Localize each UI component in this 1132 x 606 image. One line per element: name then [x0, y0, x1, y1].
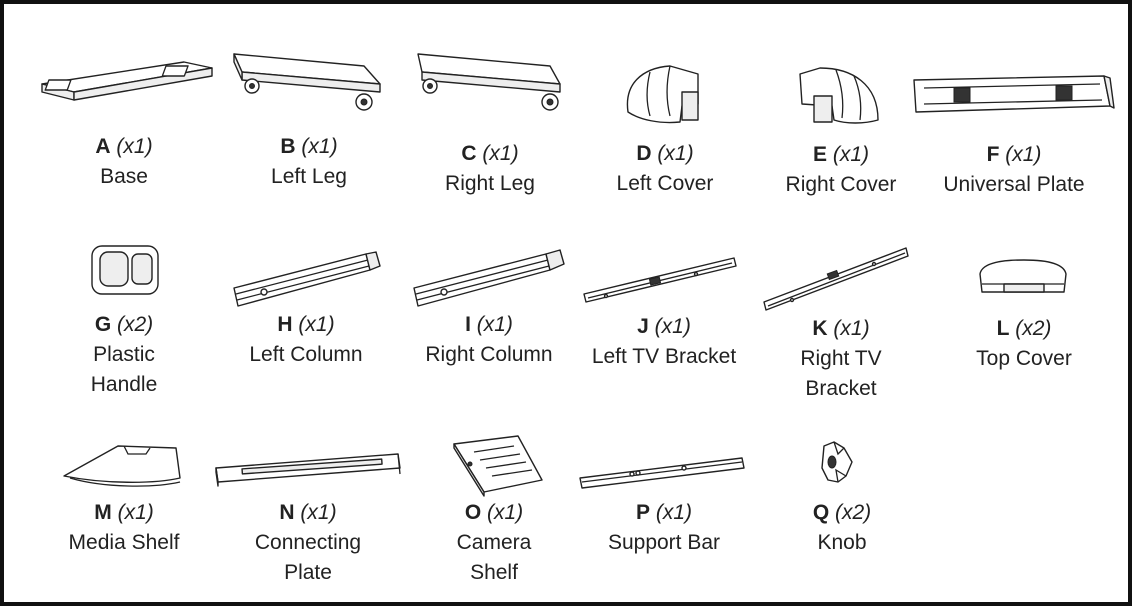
- part-q: Q (x2) Knob: [762, 434, 922, 584]
- universal-plate-icon: [913, 75, 1115, 113]
- part-name: Left Column: [249, 343, 363, 366]
- part-qty: (x1): [1005, 143, 1042, 166]
- part-d: D (x1) Left Cover: [580, 44, 750, 204]
- part-letter: O: [464, 501, 482, 524]
- part-name: Plastic: [93, 343, 155, 366]
- part-qty: (x1): [300, 501, 337, 524]
- camera-shelf-icon: [453, 435, 543, 497]
- connecting-plate-icon: [215, 453, 401, 487]
- left-leg-icon: [233, 53, 381, 111]
- part-qty: (x2): [835, 501, 872, 524]
- part-qty: (x1): [482, 142, 519, 165]
- part-name: Left TV Bracket: [591, 345, 737, 368]
- part-qty: (x1): [117, 501, 154, 524]
- part-i: I (x1) Right Column: [404, 242, 574, 402]
- support-bar-icon: [579, 457, 745, 489]
- part-qty: (x1): [832, 143, 870, 166]
- part-name: Left Cover: [616, 172, 714, 195]
- right-leg-icon: [417, 53, 561, 111]
- part-letter: A: [95, 135, 111, 158]
- part-letter: H: [277, 313, 293, 336]
- part-name: Base: [100, 165, 148, 188]
- right-tv-bracket-icon: [763, 247, 909, 311]
- part-name: Right Column: [425, 343, 553, 366]
- part-name: Camera: [456, 531, 532, 554]
- part-l: L (x2) Top Cover: [944, 244, 1104, 404]
- part-letter: C: [461, 142, 477, 165]
- part-letter: N: [279, 501, 295, 524]
- part-qty: (x1): [654, 315, 691, 338]
- part-name: Right Cover: [785, 173, 897, 196]
- top-cover-icon: [979, 259, 1067, 293]
- part-name: Right TV: [800, 347, 882, 370]
- part-letter: Q: [812, 501, 830, 524]
- part-name-line2: Handle: [90, 373, 158, 396]
- part-qty: (x1): [833, 317, 870, 340]
- part-j: J (x1) Left TV Bracket: [576, 244, 752, 404]
- plastic-handle-icon: [91, 245, 159, 295]
- part-name: Left Leg: [271, 165, 347, 188]
- part-m: M (x1) Media Shelf: [44, 434, 204, 584]
- part-name-line2: Bracket: [805, 377, 877, 400]
- part-qty: (x2): [117, 313, 154, 336]
- right-column-icon: [413, 249, 565, 307]
- part-name: Top Cover: [976, 347, 1072, 370]
- media-shelf-icon: [63, 445, 181, 487]
- left-cover-icon: [626, 65, 699, 124]
- part-qty: (x1): [657, 142, 694, 165]
- part-h: H (x1) Left Column: [226, 242, 386, 402]
- base-icon: [41, 61, 213, 101]
- part-a: A (x1) Base: [34, 44, 214, 204]
- part-g: G (x2) Plastic Handle: [44, 242, 204, 402]
- part-f: F (x1) Universal Plate: [913, 44, 1115, 204]
- part-letter: F: [986, 143, 1000, 166]
- part-qty: (x1): [487, 501, 524, 524]
- part-c: C (x1) Right Leg: [400, 44, 580, 204]
- part-p: P (x1) Support Bar: [576, 434, 752, 584]
- part-letter: K: [812, 317, 828, 340]
- part-qty: (x1): [655, 501, 693, 524]
- knob-icon: [821, 441, 853, 483]
- part-b: B (x1) Left Leg: [214, 44, 404, 204]
- part-qty: (x2): [1015, 317, 1052, 340]
- part-letter: L: [996, 317, 1010, 340]
- part-qty: (x1): [476, 313, 513, 336]
- part-letter: P: [635, 501, 650, 524]
- part-o: O (x1) Camera Shelf: [414, 434, 574, 584]
- part-qty: (x1): [301, 135, 338, 158]
- left-column-icon: [233, 251, 381, 307]
- left-tv-bracket-icon: [583, 257, 737, 303]
- part-qty: (x1): [116, 135, 153, 158]
- part-letter: D: [636, 142, 652, 165]
- part-qty: (x1): [298, 313, 335, 336]
- part-e: E (x1) Right Cover: [756, 44, 926, 204]
- part-name: Universal Plate: [943, 173, 1085, 196]
- part-letter: J: [637, 315, 649, 338]
- part-name: Knob: [817, 531, 867, 554]
- part-name-line2: Plate: [284, 561, 332, 584]
- part-letter: I: [465, 313, 471, 336]
- part-letter: M: [94, 501, 112, 524]
- part-letter: G: [94, 313, 112, 336]
- part-letter: E: [812, 143, 827, 166]
- part-name: Connecting: [254, 531, 362, 554]
- part-name: Support Bar: [607, 531, 721, 554]
- part-name: Right Leg: [445, 172, 535, 195]
- part-k: K (x1) Right TV Bracket: [756, 244, 926, 404]
- part-n: N (x1) Connecting Plate: [212, 434, 404, 584]
- part-name-line2: Shelf: [470, 561, 518, 584]
- part-letter: B: [280, 135, 296, 158]
- right-cover-icon: [799, 67, 879, 124]
- part-name: Media Shelf: [68, 531, 180, 554]
